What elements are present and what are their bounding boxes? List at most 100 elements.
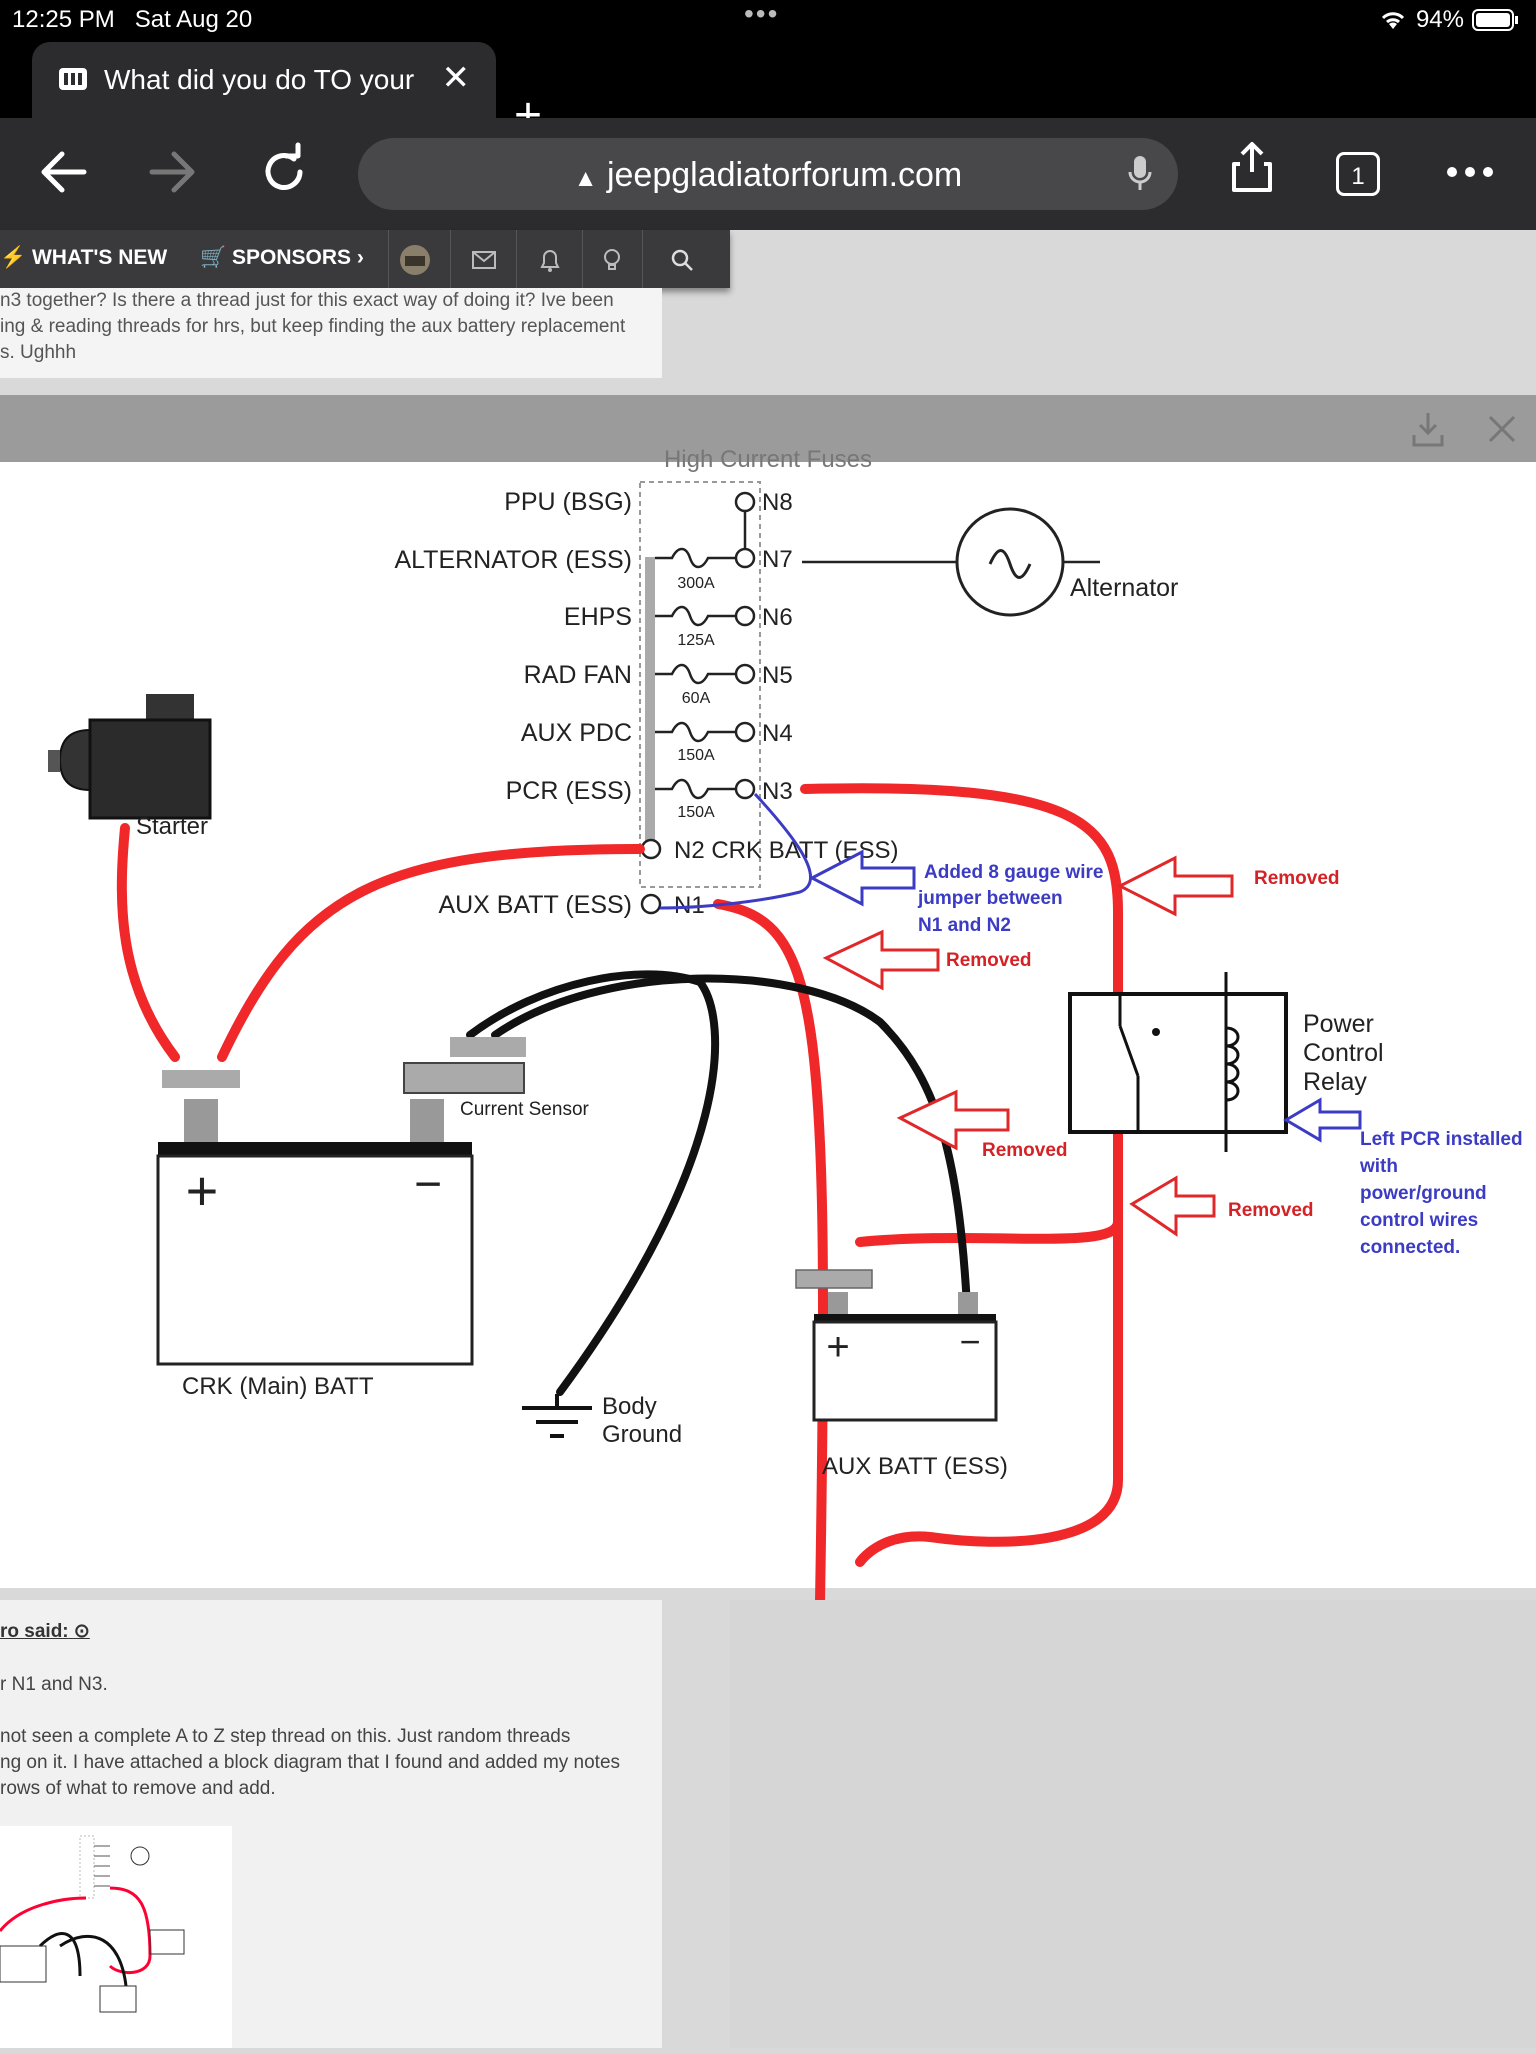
node-label: N5 [762, 662, 793, 689]
attachment-thumbnail[interactable] [0, 1826, 232, 2048]
nav-divider [516, 230, 517, 288]
site-navigation: ⚡ WHAT'S NEW 🛒 SPONSORS › [0, 230, 730, 288]
left-pcr-note: control wires [1360, 1210, 1478, 1231]
fuse-label: EHPS [564, 603, 632, 631]
relay-label: Power [1303, 1010, 1374, 1038]
post-snippet-bottom: ro said: ⊙ r N1 and N3. not seen a compl… [0, 1600, 662, 2048]
added-note: N1 and N2 [918, 915, 1011, 936]
status-bar: 12:25 PM Sat Aug 20 ••• 94% [0, 0, 1536, 40]
bell-icon[interactable] [530, 240, 570, 280]
battery-icon [1472, 9, 1518, 31]
aux-batt-node-label: AUX BATT (ESS) [438, 891, 632, 919]
nav-divider [582, 230, 583, 288]
added-arrow [808, 849, 916, 907]
browser-toolbar: ▲ jeepgladiatorforum.com 1 [0, 118, 1536, 230]
post-text-line: ing & reading threads for hrs, but keep … [0, 316, 626, 337]
address-bar[interactable]: ▲ jeepgladiatorforum.com [358, 138, 1178, 210]
microphone-icon[interactable] [1128, 154, 1152, 194]
tab-close-icon[interactable]: ✕ [441, 59, 471, 97]
aux-battery [812, 1320, 998, 1422]
search-icon[interactable] [662, 240, 702, 280]
node-label: N3 [762, 778, 793, 805]
warning-icon: ▲ [573, 165, 598, 192]
body-ground-label: Body [602, 1393, 657, 1420]
removed-label: Removed [946, 950, 1032, 971]
tab-active[interactable]: What did you do TO your ✕ [32, 42, 496, 118]
minus-terminal: − [414, 1158, 442, 1211]
status-time: 12:25 PM Sat Aug 20 [12, 6, 253, 33]
multitasking-dots-icon[interactable]: ••• [744, 0, 780, 29]
n2-label: N2 CRK BATT (ESS) [674, 837, 898, 864]
back-arrow-icon[interactable] [34, 142, 94, 202]
node-label: N6 [762, 604, 793, 631]
node-label: N8 [762, 489, 793, 516]
fuse-rating: 150A [677, 804, 715, 821]
user-avatar-icon[interactable] [395, 240, 435, 280]
quote-author[interactable]: ro said: ⊙ [0, 1621, 90, 1642]
jumper-wire [659, 792, 813, 910]
post-text-line: r N1 and N3. [0, 1674, 108, 1695]
minus-terminal: − [959, 1321, 980, 1362]
nav-sponsors[interactable]: 🛒 SPONSORS › [200, 246, 364, 269]
left-pcr-note: power/ground [1360, 1183, 1487, 1204]
post-text-line: not seen a complete A to Z step thread o… [0, 1726, 571, 1747]
removed-arrow [896, 1089, 1010, 1151]
wifi-icon [1381, 12, 1405, 29]
more-menu-icon[interactable] [1440, 142, 1500, 202]
share-icon[interactable] [1222, 138, 1282, 198]
tab-title: What did you do TO your [104, 64, 415, 95]
fuse-label: PPU (BSG) [504, 488, 632, 516]
starter-label: Starter [136, 813, 208, 840]
reload-icon[interactable] [254, 142, 314, 202]
current-sensor-label: Current Sensor [460, 1099, 590, 1120]
added-note: jumper between [917, 888, 1063, 909]
forward-arrow-icon[interactable] [142, 142, 202, 202]
download-icon[interactable] [1406, 407, 1450, 451]
nav-whats-new[interactable]: ⚡ WHAT'S NEW [0, 246, 168, 269]
left-pcr-note: connected. [1360, 1237, 1460, 1258]
quote-jump-icon[interactable]: ⊙ [73, 1621, 90, 1642]
power-control-relay [1068, 992, 1288, 1134]
close-lightbox-icon[interactable] [1484, 411, 1520, 447]
node-label: N7 [762, 546, 793, 573]
status-right: 94% [1378, 6, 1520, 34]
nav-divider [450, 230, 451, 288]
aux-battery-label: AUX BATT (ESS) [822, 1453, 1008, 1480]
node-label: N4 [762, 720, 793, 747]
wiring-diagram-svg: High Current Fuses PPU (BSG) ALTERNATOR … [48, 446, 1523, 1607]
fuse-rating: 125A [677, 632, 715, 649]
relay-label: Control [1303, 1039, 1384, 1067]
relay-label: Relay [1303, 1068, 1367, 1096]
crk-battery [156, 1154, 474, 1366]
removed-arrow [822, 929, 940, 991]
fuse-box-title: High Current Fuses [664, 446, 872, 473]
fuse-box-outline [639, 481, 761, 888]
tab-count-button[interactable]: 1 [1336, 152, 1380, 196]
removed-label: Removed [982, 1140, 1068, 1161]
removed-arrow [1129, 1175, 1216, 1237]
fuse-label: ALTERNATOR (ESS) [394, 546, 632, 574]
fuse-label: PCR (ESS) [506, 777, 632, 805]
forum-favicon-icon [59, 68, 87, 90]
fuse-label: AUX PDC [521, 719, 632, 747]
alternator-label: Alternator [1070, 574, 1178, 602]
bus-bar [645, 557, 655, 857]
mail-icon[interactable] [464, 240, 504, 280]
removed-label: Removed [1254, 868, 1340, 889]
post-text-line: s. Ughhh [0, 342, 77, 363]
fuse-rating: 150A [677, 747, 715, 764]
post-text-line: ng on it. I have attached a block diagra… [0, 1752, 621, 1773]
thumbnail-diagram [0, 1835, 185, 2013]
nav-divider [388, 230, 389, 288]
fuse-rating: 300A [677, 575, 715, 592]
tab-strip: What did you do TO your ✕ + [0, 40, 1536, 140]
starter-body [88, 718, 212, 820]
sidebar-area [730, 1600, 1536, 2048]
battery-percent: 94% [1415, 6, 1464, 33]
plus-terminal: + [186, 1159, 219, 1222]
removed-arrow [1116, 855, 1234, 917]
body-ground-label: Ground [602, 1421, 682, 1448]
left-pcr-note: Left PCR installed [1360, 1129, 1523, 1150]
lightbulb-icon[interactable] [592, 240, 632, 280]
added-note: Added 8 gauge wire [924, 862, 1103, 883]
